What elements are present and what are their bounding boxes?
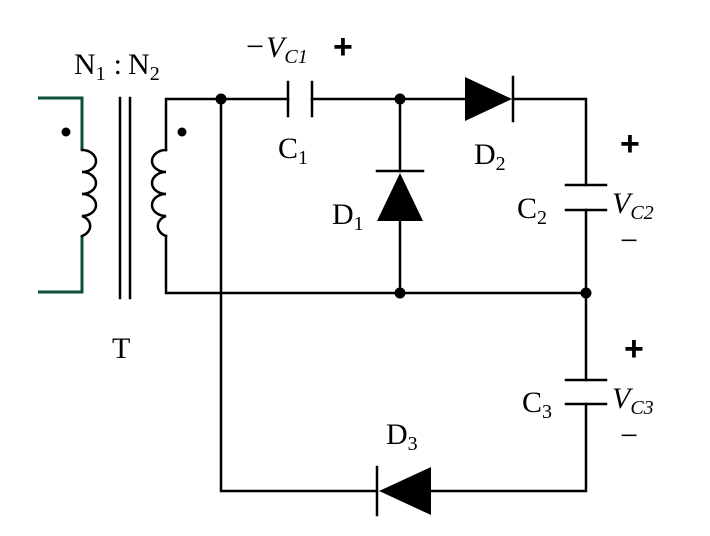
d3-label: D3 <box>386 418 418 455</box>
c3-voltage-label: VC3 <box>612 382 654 419</box>
capacitor-c1 <box>286 80 314 118</box>
c3-plus-sign: + <box>624 330 644 368</box>
capacitor-c2 <box>564 183 608 212</box>
c1-plus-sign: + <box>333 28 353 66</box>
primary-dot <box>61 127 71 137</box>
diode-d2 <box>465 75 515 123</box>
c2-voltage-label: VC2 <box>612 187 654 224</box>
diode-d1 <box>375 169 425 221</box>
c2-label: C2 <box>517 192 547 229</box>
transformer-label: T <box>112 332 130 365</box>
primary-winding <box>80 148 98 238</box>
diode-d3 <box>375 465 431 517</box>
d2-label: D2 <box>474 138 506 175</box>
d1-label: D1 <box>332 198 364 235</box>
secondary-dot <box>177 127 187 137</box>
secondary-winding <box>150 148 168 238</box>
primary-leads <box>38 96 84 294</box>
wires <box>164 97 588 493</box>
c2-minus-sign: − <box>620 222 638 258</box>
capacitor-c3 <box>564 378 608 406</box>
c1-label: C1 <box>278 132 308 169</box>
transformer-core <box>118 96 132 300</box>
c3-label: C3 <box>522 386 552 423</box>
junctions <box>215 93 592 299</box>
c3-minus-sign: − <box>620 417 638 453</box>
c1-voltage-label: −VC1 <box>246 28 308 68</box>
turns-ratio-label: N1:N2 <box>74 48 160 85</box>
c2-plus-sign: + <box>620 125 640 163</box>
